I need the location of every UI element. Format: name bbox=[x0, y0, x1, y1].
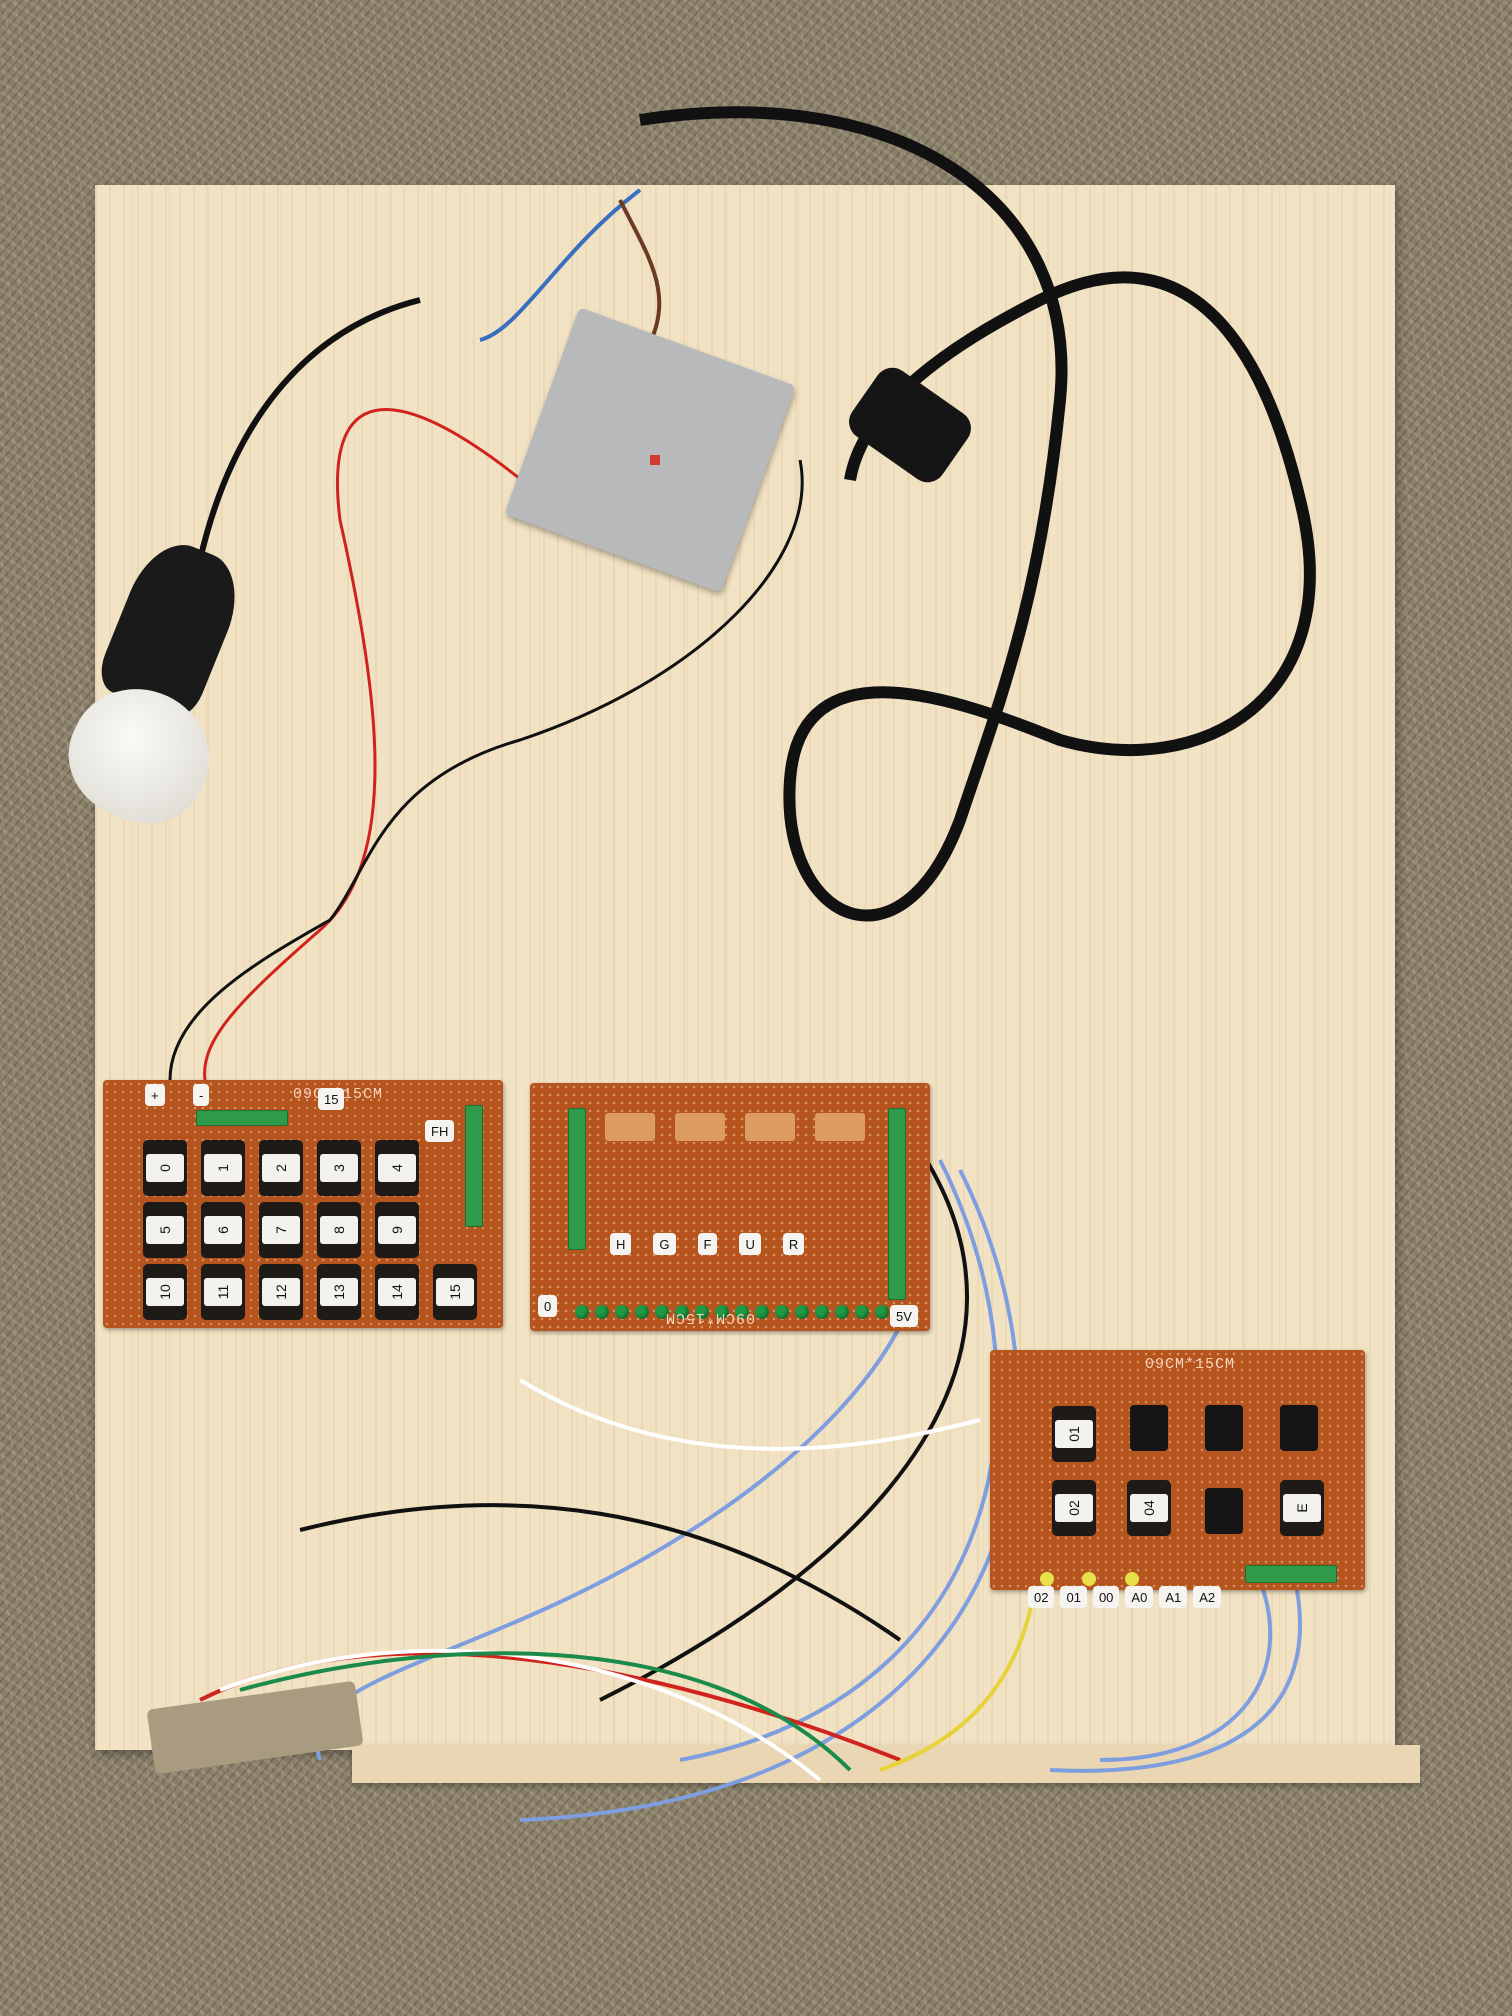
pcb-title: 09CM*15CM bbox=[665, 1309, 756, 1326]
led-row bbox=[575, 1305, 889, 1319]
status-led bbox=[795, 1305, 809, 1319]
relay-chip bbox=[1130, 1405, 1168, 1451]
push-button[interactable]: 10 bbox=[143, 1264, 187, 1320]
relay-tag: F bbox=[697, 1233, 718, 1255]
relay-chip bbox=[1205, 1405, 1243, 1451]
status-led bbox=[615, 1305, 629, 1319]
relay-tag: H bbox=[610, 1233, 632, 1255]
relay-chip bbox=[1280, 1405, 1318, 1451]
push-button[interactable]: 8 bbox=[317, 1202, 361, 1258]
output-tag: A2 bbox=[1193, 1586, 1222, 1608]
status-led bbox=[855, 1305, 869, 1319]
output-tag: A0 bbox=[1125, 1586, 1154, 1608]
terminal-block bbox=[1245, 1565, 1337, 1583]
status-led bbox=[695, 1305, 709, 1319]
relay-tag: U bbox=[739, 1233, 761, 1255]
tag-minus: - bbox=[193, 1084, 210, 1106]
yellow-led bbox=[1040, 1572, 1054, 1586]
output-tag: 02 bbox=[1028, 1586, 1055, 1608]
left-button-pcb: 09CM*15CM + - 15 FH 0 1 2 3 4 5 6 7 8 9 … bbox=[103, 1080, 503, 1328]
output-tag: A1 bbox=[1159, 1586, 1188, 1608]
button-row-2: 5 6 7 8 9 bbox=[143, 1202, 419, 1258]
status-led bbox=[655, 1305, 669, 1319]
status-led bbox=[875, 1305, 889, 1319]
status-led bbox=[675, 1305, 689, 1319]
terminal-block bbox=[568, 1108, 586, 1250]
push-button[interactable]: 4 bbox=[375, 1140, 419, 1196]
button-row-3: 10 11 12 13 14 15 bbox=[143, 1264, 477, 1320]
right-logic-pcb: 09CM*15CM 01 02 04 E 02 01 00 A0 A1 A2 bbox=[990, 1350, 1365, 1608]
tag-5v: 5V bbox=[890, 1305, 918, 1327]
status-led bbox=[575, 1305, 589, 1319]
button-row-1: 0 1 2 3 4 bbox=[143, 1140, 419, 1196]
push-button[interactable]: 7 bbox=[259, 1202, 303, 1258]
push-button[interactable]: 04 bbox=[1127, 1480, 1171, 1536]
yellow-led bbox=[1082, 1572, 1096, 1586]
status-led bbox=[635, 1305, 649, 1319]
terminal-block bbox=[465, 1105, 483, 1227]
relay bbox=[815, 1113, 865, 1141]
status-led bbox=[595, 1305, 609, 1319]
push-button[interactable]: 3 bbox=[317, 1140, 361, 1196]
tag-plus: + bbox=[145, 1084, 165, 1106]
terminal-block bbox=[196, 1110, 288, 1126]
push-button[interactable]: 5 bbox=[143, 1202, 187, 1258]
status-led bbox=[755, 1305, 769, 1319]
status-led bbox=[815, 1305, 829, 1319]
status-led bbox=[775, 1305, 789, 1319]
output-tag: 01 bbox=[1060, 1586, 1087, 1608]
tag-fh: FH bbox=[425, 1120, 455, 1142]
output-tag: 00 bbox=[1092, 1586, 1120, 1608]
push-button[interactable]: 01 bbox=[1052, 1406, 1096, 1462]
relay-tag: R bbox=[782, 1233, 805, 1255]
relay-chip bbox=[1205, 1488, 1243, 1534]
terminal-block bbox=[888, 1108, 906, 1300]
relay bbox=[605, 1113, 655, 1141]
status-led bbox=[735, 1305, 749, 1319]
push-button[interactable]: 6 bbox=[201, 1202, 245, 1258]
status-led bbox=[715, 1305, 729, 1319]
status-led bbox=[835, 1305, 849, 1319]
breaker-indicator bbox=[650, 455, 660, 465]
wooden-ledge bbox=[352, 1745, 1420, 1783]
push-button[interactable]: E bbox=[1280, 1480, 1324, 1536]
push-button[interactable]: 11 bbox=[201, 1264, 245, 1320]
relay-label-row: H G F U R bbox=[610, 1233, 805, 1255]
push-button[interactable]: 14 bbox=[375, 1264, 419, 1320]
push-button[interactable]: 0 bbox=[143, 1140, 187, 1196]
relay bbox=[745, 1113, 795, 1141]
push-button[interactable]: 02 bbox=[1052, 1480, 1096, 1536]
output-tag-row: 02 01 00 A0 A1 A2 bbox=[1028, 1586, 1222, 1608]
relay-tag: G bbox=[653, 1233, 676, 1255]
push-button[interactable]: 15 bbox=[433, 1264, 477, 1320]
tag-0: 0 bbox=[538, 1295, 558, 1317]
tag-15: 15 bbox=[318, 1088, 345, 1110]
pcb-title: 09CM*15CM bbox=[1145, 1356, 1236, 1373]
push-button[interactable]: 13 bbox=[317, 1264, 361, 1320]
yellow-led bbox=[1125, 1572, 1139, 1586]
relay bbox=[675, 1113, 725, 1141]
push-button[interactable]: 2 bbox=[259, 1140, 303, 1196]
middle-relay-pcb: H G F U R 0 5V 09CM*15CM bbox=[530, 1083, 930, 1331]
push-button[interactable]: 12 bbox=[259, 1264, 303, 1320]
push-button[interactable]: 1 bbox=[201, 1140, 245, 1196]
push-button[interactable]: 9 bbox=[375, 1202, 419, 1258]
